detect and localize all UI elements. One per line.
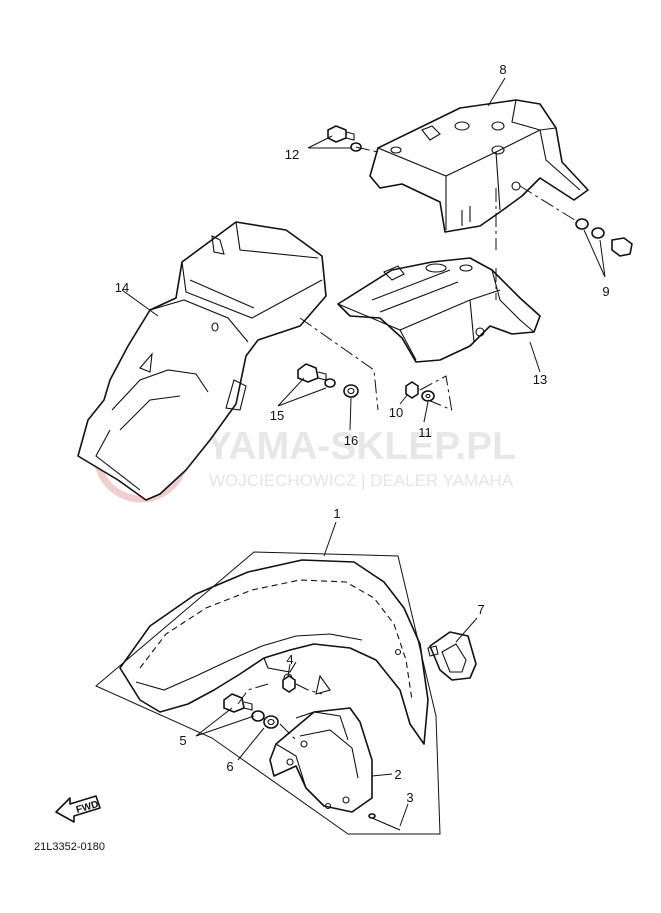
part-1-rear-fender — [119, 559, 429, 745]
callout-14: 14 — [115, 280, 129, 295]
part-14-inner-fender — [77, 221, 327, 501]
callout-13: 13 — [533, 372, 547, 387]
callouts: 8 12 9 14 13 15 16 10 11 1 7 4 5 6 2 3 — [115, 62, 610, 805]
part-15-bolt — [297, 363, 336, 388]
part-9-bolt — [575, 218, 633, 257]
callout-9: 9 — [602, 284, 609, 299]
callout-16: 16 — [344, 433, 358, 448]
watermark-subtitle: WOJCIECHOWICZ | DEALER YAMAHA — [209, 471, 514, 490]
diagram-code: 21L3352-0180 — [34, 841, 105, 853]
part-11-washer — [421, 390, 435, 402]
callout-15: 15 — [270, 408, 284, 423]
part-16-collar — [343, 384, 359, 398]
part-13-bracket — [337, 257, 541, 363]
assembly-lines — [237, 146, 579, 741]
part-5-bolt — [223, 693, 265, 722]
fwd-arrow: FWD — [55, 795, 101, 823]
callout-1: 1 — [333, 506, 340, 521]
part-2-stay — [269, 707, 373, 813]
callout-12: 12 — [285, 147, 299, 162]
part-10-nut — [405, 381, 419, 399]
callout-10: 10 — [389, 405, 403, 420]
part-7-reflector — [427, 631, 477, 681]
callout-5: 5 — [179, 733, 186, 748]
leader-lines — [121, 77, 606, 827]
part-3-pin — [368, 813, 401, 831]
callout-3: 3 — [406, 790, 413, 805]
watermark-title: YAMA-SKLEP.PL — [206, 425, 516, 468]
callout-2: 2 — [394, 767, 401, 782]
group-outline — [95, 551, 441, 835]
callout-8: 8 — [499, 62, 506, 77]
callout-4: 4 — [286, 652, 293, 667]
callout-6: 6 — [226, 759, 233, 774]
part-4-nut — [282, 675, 296, 693]
part-6-collar — [263, 715, 279, 729]
callout-7: 7 — [477, 602, 484, 617]
part-8-rear-bracket — [369, 99, 589, 233]
callout-11: 11 — [418, 425, 432, 440]
